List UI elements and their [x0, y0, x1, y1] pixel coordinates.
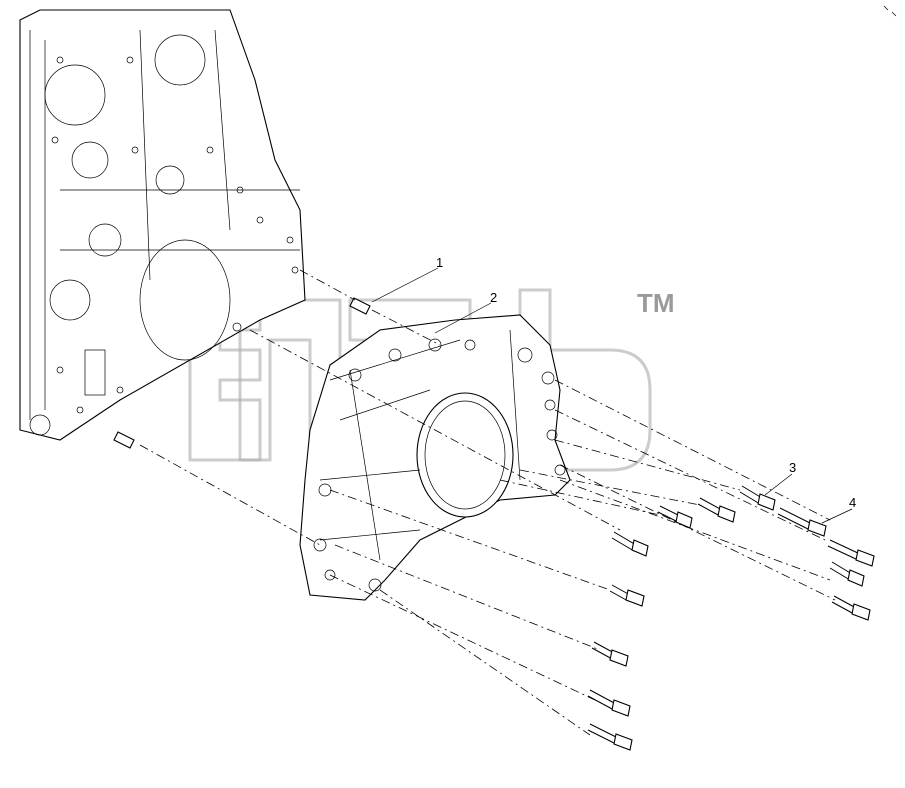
engine-block	[19, 9, 306, 441]
bolts	[587, 485, 875, 751]
bolt-item-4	[777, 507, 827, 537]
bolt	[609, 584, 645, 607]
bolt	[827, 539, 875, 567]
callout-2: 2	[434, 290, 497, 334]
bolt	[831, 595, 871, 621]
callout-2-label: 2	[490, 290, 497, 305]
bolt	[591, 641, 629, 667]
bolt	[587, 723, 633, 751]
bolt	[697, 497, 736, 523]
corner-mark	[883, 5, 897, 17]
callout-1-label: 1	[436, 255, 443, 270]
callout-1: 1	[371, 255, 443, 303]
callout-4: 4	[821, 495, 856, 524]
watermark-trademark: TM	[637, 288, 675, 318]
callout-3: 3	[764, 460, 796, 496]
bolt	[657, 505, 693, 529]
assembly-lines	[139, 269, 836, 736]
bolt	[829, 561, 865, 587]
bolt	[611, 531, 649, 557]
dowel-pin-upper	[349, 297, 371, 315]
bolt-item-3	[739, 485, 776, 511]
callout-4-label: 4	[849, 495, 856, 510]
rear-cover-plate	[299, 314, 571, 601]
bolt	[587, 689, 631, 717]
callout-3-label: 3	[789, 460, 796, 475]
dowel-pin-lower	[113, 431, 135, 449]
